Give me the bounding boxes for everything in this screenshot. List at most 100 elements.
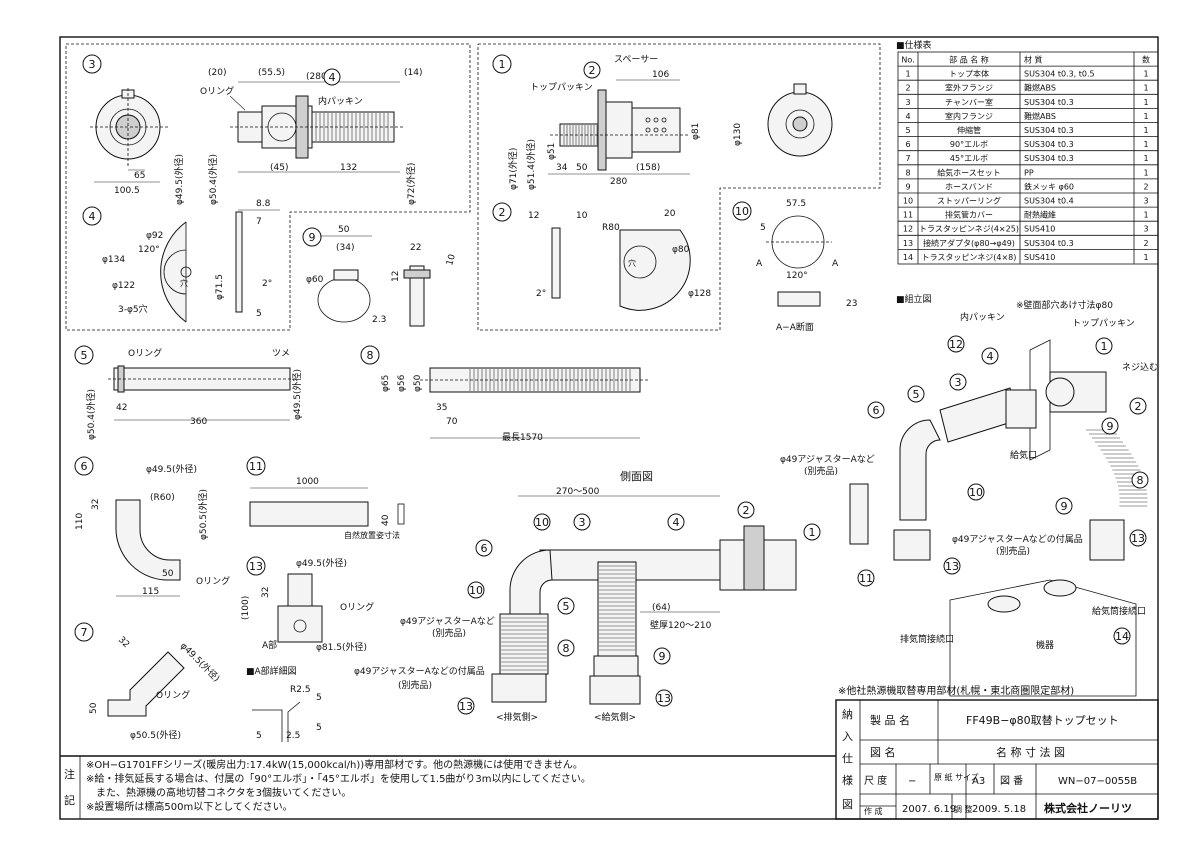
svg-text:φ56: φ56	[397, 374, 407, 392]
svg-text:(14): (14)	[404, 68, 422, 78]
svg-text:(100): (100)	[241, 596, 251, 620]
svg-text:20: 20	[664, 209, 676, 219]
svg-text:360: 360	[190, 417, 207, 427]
svg-text:2009. 5.18: 2009. 5.18	[972, 804, 1026, 815]
svg-text:排気筒接続口: 排気筒接続口	[900, 633, 954, 645]
svg-text:ツメ: ツメ	[272, 349, 290, 359]
svg-text:製 品 名: 製 品 名	[870, 713, 910, 727]
view-9-hose-band	[317, 277, 371, 323]
assembly-view: ■組立図 内パッキン ※壁面部穴あけ寸法φ80 トップパッキン ネジ込む 給気口…	[780, 293, 1158, 697]
view-13-adapter	[277, 605, 323, 643]
view-11: 11 1000 40 自然放置姿寸法	[246, 456, 405, 540]
svg-text:■A部詳細図: ■A部詳細図	[246, 665, 297, 677]
spec-cell: 1	[1143, 154, 1148, 163]
view-4-flange-arc	[160, 221, 187, 323]
spec-cell: 45°エルボ	[950, 154, 988, 163]
title-block: 納 入 仕 様 図 製 品 名 FF49B−φ80取替トップセット 図 名 名 …	[835, 699, 1159, 820]
svg-text:23: 23	[846, 299, 857, 309]
svg-text:(別売品): (別売品)	[996, 545, 1030, 557]
view-7: 7 32 φ49.5(外径) 50 Oリング φ50.5(外径)	[74, 622, 223, 741]
svg-text:10: 10	[445, 253, 458, 267]
spec-cell: チャンバー室	[945, 97, 993, 107]
drawing-number: WN−07−0055B	[1058, 776, 1137, 787]
spec-cell: 室外フランジ	[945, 83, 993, 93]
svg-text:34: 34	[556, 163, 568, 173]
svg-text:Oリング: Oリング	[340, 601, 374, 613]
svg-text:φ51: φ51	[547, 143, 557, 160]
spec-cell: PP	[1024, 168, 1034, 177]
side-view-callout: 6	[481, 542, 488, 555]
svg-text:−: −	[908, 776, 916, 787]
svg-text:ネジ込む: ネジ込む	[1122, 362, 1158, 373]
svg-text:11: 11	[249, 460, 263, 473]
spec-header-cell: 数	[1142, 55, 1150, 65]
spec-cell: トラスタッピンネジ(4×8)	[922, 253, 1017, 262]
view-7-elbow	[107, 651, 185, 717]
svg-text:32: 32	[91, 499, 101, 510]
assembly-callout: 8	[1137, 474, 1144, 487]
svg-text:8: 8	[367, 349, 374, 362]
spec-cell: 10	[903, 197, 913, 206]
svg-text:機器: 機器	[1036, 639, 1054, 651]
svg-text:原 紙 サイズ: 原 紙 サイズ	[934, 772, 979, 782]
spec-cell: 1	[1143, 211, 1148, 220]
assembly-callout: 13	[945, 560, 959, 573]
view-3-4-box	[65, 43, 471, 331]
svg-text:給気筒接続口: 給気筒接続口	[1092, 605, 1146, 617]
assembly-callout: 13	[1131, 532, 1145, 545]
svg-text:φ50.4(外径): φ50.4(外径)	[207, 154, 219, 205]
spec-cell: トラスタッピンネジ(4×25)	[919, 225, 1019, 234]
svg-text:270〜500: 270〜500	[556, 487, 600, 497]
spec-cell: SUS304 t0.4	[1024, 197, 1074, 206]
svg-text:(別売品): (別売品)	[432, 627, 466, 639]
svg-text:φ49.5(外径): φ49.5(外径)	[291, 369, 303, 420]
view-13: 13 φ49.5(外径) 32 (100) Oリング A部 φ81.5(外径)	[241, 556, 374, 653]
spec-cell: 12	[903, 225, 913, 234]
svg-text:※壁面部穴あけ寸法φ80: ※壁面部穴あけ寸法φ80	[1016, 299, 1113, 311]
svg-text:8.8: 8.8	[256, 199, 271, 209]
spec-cell: ストッパーリング	[937, 196, 1001, 206]
assembly-callout: 2	[1135, 400, 1142, 413]
svg-text:2°: 2°	[262, 279, 272, 289]
svg-text:65: 65	[134, 171, 145, 181]
svg-text:φ60: φ60	[306, 275, 324, 285]
svg-text:納: 納	[842, 708, 853, 721]
side-view-callout: 2	[743, 504, 750, 517]
spec-cell: 室内フランジ	[945, 111, 993, 121]
assembly-callout: 12	[949, 338, 963, 351]
spec-header-cell: 材 質	[1024, 55, 1043, 65]
svg-text:2°: 2°	[536, 289, 546, 299]
svg-text:φ50.5(外径): φ50.5(外径)	[197, 489, 209, 540]
svg-text:A: A	[832, 259, 839, 269]
svg-text:3-φ5穴: 3-φ5穴	[118, 303, 148, 315]
svg-text:φ49アジャスターAなどの付属品: φ49アジャスターAなどの付属品	[354, 666, 485, 677]
spec-cell: 7	[905, 154, 910, 163]
spec-cell: 難燃ABS	[1024, 83, 1056, 93]
svg-text:φ128: φ128	[688, 289, 711, 299]
svg-text:φ81: φ81	[691, 123, 701, 140]
side-view-callout: 3	[579, 516, 586, 529]
svg-text:<給気側>: <給気側>	[594, 711, 636, 723]
svg-text:50: 50	[576, 163, 588, 173]
spec-cell: 13	[903, 239, 913, 248]
assembly-callout: 6	[873, 404, 880, 417]
view-3-number: 3	[89, 58, 96, 71]
svg-text:Oリング: Oリング	[200, 85, 234, 97]
view-2: 2 12 10 2° R80 20 φ80 φ128 穴	[492, 202, 711, 311]
svg-text:35: 35	[436, 403, 447, 413]
svg-text:(45): (45)	[270, 163, 288, 173]
spec-cell: 耐熱繊維	[1024, 210, 1056, 220]
side-view-callout: 4	[673, 516, 680, 529]
notice-banner: ※他社熱源機取替専用部材(札幌・東北商圏限定部材)	[838, 684, 1074, 697]
svg-text:φ71.5: φ71.5	[215, 274, 225, 300]
svg-text:7: 7	[81, 626, 88, 639]
svg-text:5: 5	[256, 309, 262, 319]
spec-cell: SUS304 t0.3	[1024, 126, 1074, 135]
assembly-callout: 11	[859, 572, 873, 585]
side-view-callout: 9	[659, 650, 666, 663]
svg-text:φ49.5(外径): φ49.5(外径)	[178, 640, 223, 685]
svg-text:(55.5): (55.5)	[258, 68, 285, 78]
view-1-2-box	[477, 43, 881, 331]
assembly-callout: 5	[913, 388, 920, 401]
